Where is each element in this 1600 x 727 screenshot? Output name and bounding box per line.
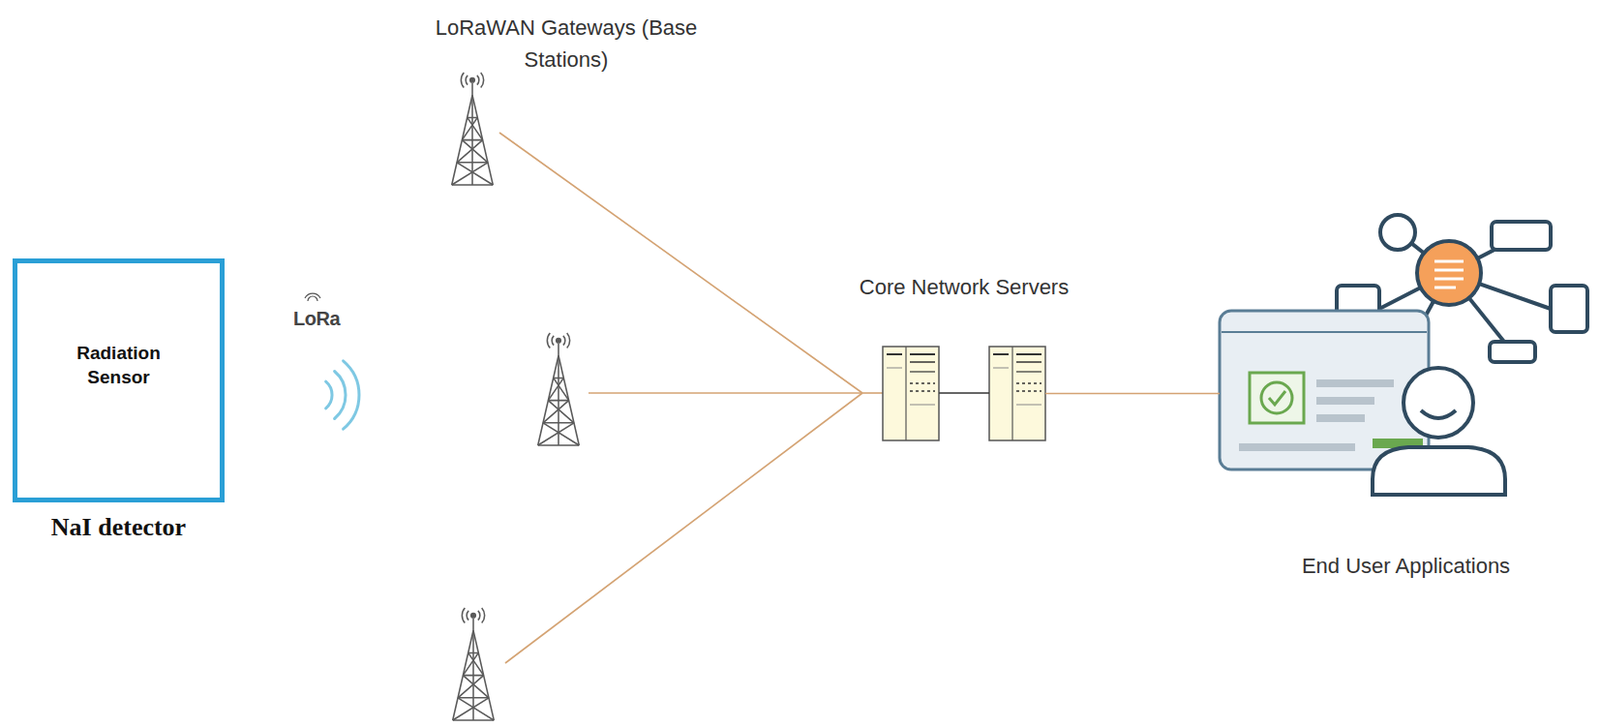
lora-logo: LoRa [282, 307, 351, 331]
node-title: Core Network Servers [859, 274, 1069, 301]
server-rack [882, 346, 1046, 441]
gateway-tower [452, 72, 494, 185]
gateway-label: LoRaWAN Gateways (Base Stations) [416, 11, 717, 76]
application-icon [1219, 214, 1588, 495]
radio-waves [326, 361, 360, 429]
application-node: End User Applications [1219, 204, 1593, 531]
sensor-box: Radiation SensorNaI detector [12, 258, 225, 503]
gateway-link [499, 132, 883, 664]
network-link [1045, 392, 1220, 395]
node-title: Radiation Sensor [65, 341, 173, 390]
node-title: End User Applications [1301, 553, 1510, 579]
gateway-tower [538, 332, 580, 446]
node-caption: NaI detector [51, 513, 186, 543]
server-node: Core Network Servers [882, 346, 1046, 441]
lora-logo-signal [304, 293, 321, 302]
gateway-tower [452, 607, 495, 721]
